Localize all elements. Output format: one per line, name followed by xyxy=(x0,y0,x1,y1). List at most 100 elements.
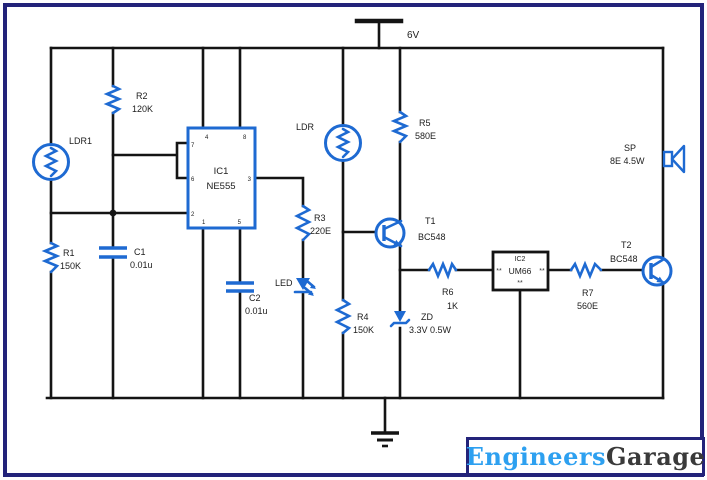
t1-collector xyxy=(382,219,403,231)
c1-value: 0.01u xyxy=(130,260,153,270)
t1-emitter-arrow xyxy=(393,239,401,246)
t2-collector xyxy=(649,257,666,269)
t2-part: BC548 xyxy=(610,254,638,264)
ic2-part: UM66 xyxy=(509,266,532,276)
ic2-pin-marker-right: ** xyxy=(539,268,545,275)
r7-ref: R7 xyxy=(582,288,594,298)
ic1-pin4-label: 4 xyxy=(205,135,209,141)
wires xyxy=(45,46,665,400)
ldr1-component: LDR1 xyxy=(32,136,92,181)
ldr1-zigzag xyxy=(43,146,59,178)
r2-ref: R2 xyxy=(136,91,148,101)
c2-value: 0.01u xyxy=(245,306,268,316)
r2-component: R2 120K xyxy=(103,84,153,115)
r7-value: 560E xyxy=(577,301,598,311)
r1-value: 150K xyxy=(60,261,81,271)
ic2-ref: IC2 xyxy=(515,256,526,263)
r5-ref: R5 xyxy=(419,118,431,128)
ldr2-label: LDR xyxy=(296,122,315,132)
ldr2-component: LDR xyxy=(296,122,362,162)
c2-component: C2 0.01u xyxy=(226,281,268,316)
ldr2-icon xyxy=(324,124,362,162)
ic1-body xyxy=(186,126,257,230)
r4-resistor-icon xyxy=(334,298,352,335)
r2-resistor-icon xyxy=(103,84,123,115)
r3-ref: R3 xyxy=(314,213,326,223)
ground-symbol xyxy=(371,396,399,448)
t2-transistor-icon xyxy=(641,255,673,287)
ic2-body xyxy=(491,250,550,292)
ic1-pin6-label: 6 xyxy=(191,177,195,183)
r5-resistor-icon xyxy=(390,110,410,144)
led-arrow-1-head xyxy=(310,284,316,289)
ic1-pin5-label: 5 xyxy=(238,220,242,226)
speaker-horn-icon xyxy=(670,144,686,174)
c1-ref: C1 xyxy=(134,247,146,257)
r1-resistor-icon xyxy=(41,241,61,274)
r1-ref: R1 xyxy=(63,248,75,258)
r6-value: 1K xyxy=(447,301,458,311)
r7-resistor-icon xyxy=(569,260,603,280)
zener-value: 3.3V 0.5W xyxy=(409,325,452,335)
logo-text-engineers: Engineers xyxy=(465,442,606,471)
t2-emitter-arrow xyxy=(656,276,664,283)
led-component: LED xyxy=(275,278,316,296)
ic2-pin-marker-left: ** xyxy=(496,268,502,275)
speaker-ref: SP xyxy=(624,143,636,153)
t1-part: BC548 xyxy=(418,232,446,242)
ldr2-zigzag xyxy=(335,127,351,159)
ic2-pin-marker-bottom: ** xyxy=(517,280,523,287)
speaker-value: 8E 4.5W xyxy=(610,156,645,166)
r5-value: 580E xyxy=(415,131,436,141)
r4-ref: R4 xyxy=(357,312,369,322)
power-voltage-label: 6V xyxy=(407,30,420,41)
r6-resistor-icon xyxy=(427,260,458,280)
ic1-pin8-label: 8 xyxy=(243,135,247,141)
r4-component: R4 150K xyxy=(334,298,374,335)
zener-triangle-icon xyxy=(394,311,406,322)
junction-dot xyxy=(109,209,117,217)
led-triangle-icon xyxy=(296,278,310,290)
ic1-pin2-label: 2 xyxy=(191,212,195,218)
r1-component: R1 150K xyxy=(41,241,81,274)
zener-bar xyxy=(389,318,411,328)
led-arrow-2-head xyxy=(308,291,314,296)
c1-component: C1 0.01u xyxy=(99,246,153,270)
r4-value: 150K xyxy=(353,325,374,335)
zener-ref: ZD xyxy=(421,312,433,322)
ic1-ref: IC1 xyxy=(214,166,229,177)
t2-ref: T2 xyxy=(621,240,632,250)
c1-capacitor-icon xyxy=(99,246,127,259)
t1-component: T1 BC548 xyxy=(374,216,446,249)
r7-component: R7 560E xyxy=(569,260,603,311)
r5-component: R5 580E xyxy=(390,110,436,144)
power-supply: 6V xyxy=(354,18,420,50)
r3-component: R3 220E xyxy=(294,204,331,242)
page-border-frame xyxy=(3,3,704,477)
ic1-component: IC1 NE555 7 6 2 4 8 3 1 5 xyxy=(186,126,257,230)
ic2-component: IC2 UM66 ** ** ** xyxy=(491,250,550,292)
r3-resistor-icon xyxy=(294,204,312,242)
t1-transistor-icon xyxy=(374,217,406,249)
c2-capacitor-icon xyxy=(226,281,254,293)
r2-value: 120K xyxy=(132,104,153,114)
r6-ref: R6 xyxy=(442,287,454,297)
r6-component: R6 1K xyxy=(427,260,458,311)
ic1-part: NE555 xyxy=(206,181,235,192)
ic1-pin3-label: 3 xyxy=(248,177,252,183)
r3-value: 220E xyxy=(310,226,331,236)
zener-component: ZD 3.3V 0.5W xyxy=(389,311,452,335)
c2-ref: C2 xyxy=(249,293,261,303)
ldr1-icon xyxy=(32,143,70,181)
ldr1-label: LDR1 xyxy=(69,136,92,146)
ic1-pin7-label: 7 xyxy=(191,143,195,149)
wire-ic1-pin3-r3-led xyxy=(252,176,305,400)
logo-text-garage: Garage xyxy=(606,442,706,471)
ic1-pin1-label: 1 xyxy=(202,220,206,226)
t1-ref: T1 xyxy=(425,216,436,226)
led-label: LED xyxy=(275,278,293,288)
wire-ic1-pin7-pin6-bracket xyxy=(111,141,191,180)
